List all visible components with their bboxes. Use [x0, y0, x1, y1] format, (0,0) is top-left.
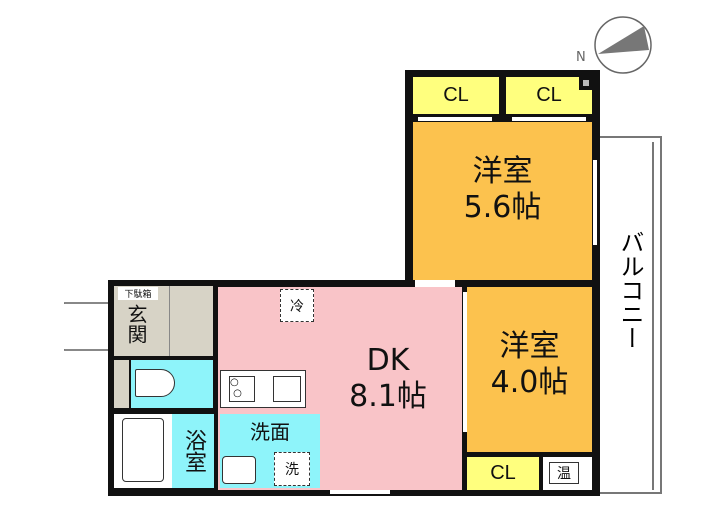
dk-size: 8.1帖: [349, 379, 427, 414]
pipe-shaft: [579, 77, 592, 90]
compass-icon: [594, 16, 652, 74]
washer-space: 洗: [274, 452, 310, 486]
kitchen-counter: ○ ○: [220, 370, 306, 408]
washroom: 洗面 洗: [220, 414, 320, 488]
bath-label: 浴室: [172, 414, 214, 488]
front-door-icon: [64, 302, 112, 351]
stove-icon: ○ ○: [229, 376, 255, 402]
bedroom1-size: 5.6帖: [463, 190, 542, 225]
entrance: 下駄箱 玄関: [114, 286, 213, 356]
balcony-label: バルコニー: [616, 230, 644, 350]
fridge-space: 冷: [280, 289, 314, 322]
north-label: N: [576, 50, 586, 65]
window: [330, 490, 390, 494]
washroom-label: 洗面: [250, 420, 290, 444]
bathtub: [114, 414, 172, 488]
bedroom1-name: 洋室: [472, 154, 533, 189]
bedroom2: 洋室 4.0帖: [467, 287, 592, 452]
closet-1: CL: [413, 77, 499, 114]
toilet-room: [131, 360, 213, 408]
bedroom1-door: [415, 280, 455, 288]
balcony: バルコニー: [596, 136, 662, 494]
shoe-box: 下駄箱: [118, 287, 158, 300]
bedroom1: 洋室 5.6帖: [413, 122, 592, 282]
dk-name: DK: [366, 343, 410, 378]
closet-3: CL: [467, 457, 539, 490]
closet-2: CL: [506, 77, 592, 114]
bedroom2-size: 4.0帖: [490, 365, 569, 400]
bedroom2-name: 洋室: [499, 329, 560, 364]
toilet-icon: [135, 369, 175, 397]
closet-door: [512, 117, 586, 121]
toilet-storage: [114, 360, 129, 408]
sliding-door: [463, 292, 467, 432]
sink-icon: [273, 376, 301, 402]
water-heater-label: 温: [549, 462, 579, 484]
closet-door: [418, 117, 492, 121]
window: [593, 160, 597, 245]
water-heater: 温: [543, 457, 592, 490]
wash-basin-icon: [222, 456, 256, 484]
entrance-label: 玄関: [124, 304, 148, 344]
